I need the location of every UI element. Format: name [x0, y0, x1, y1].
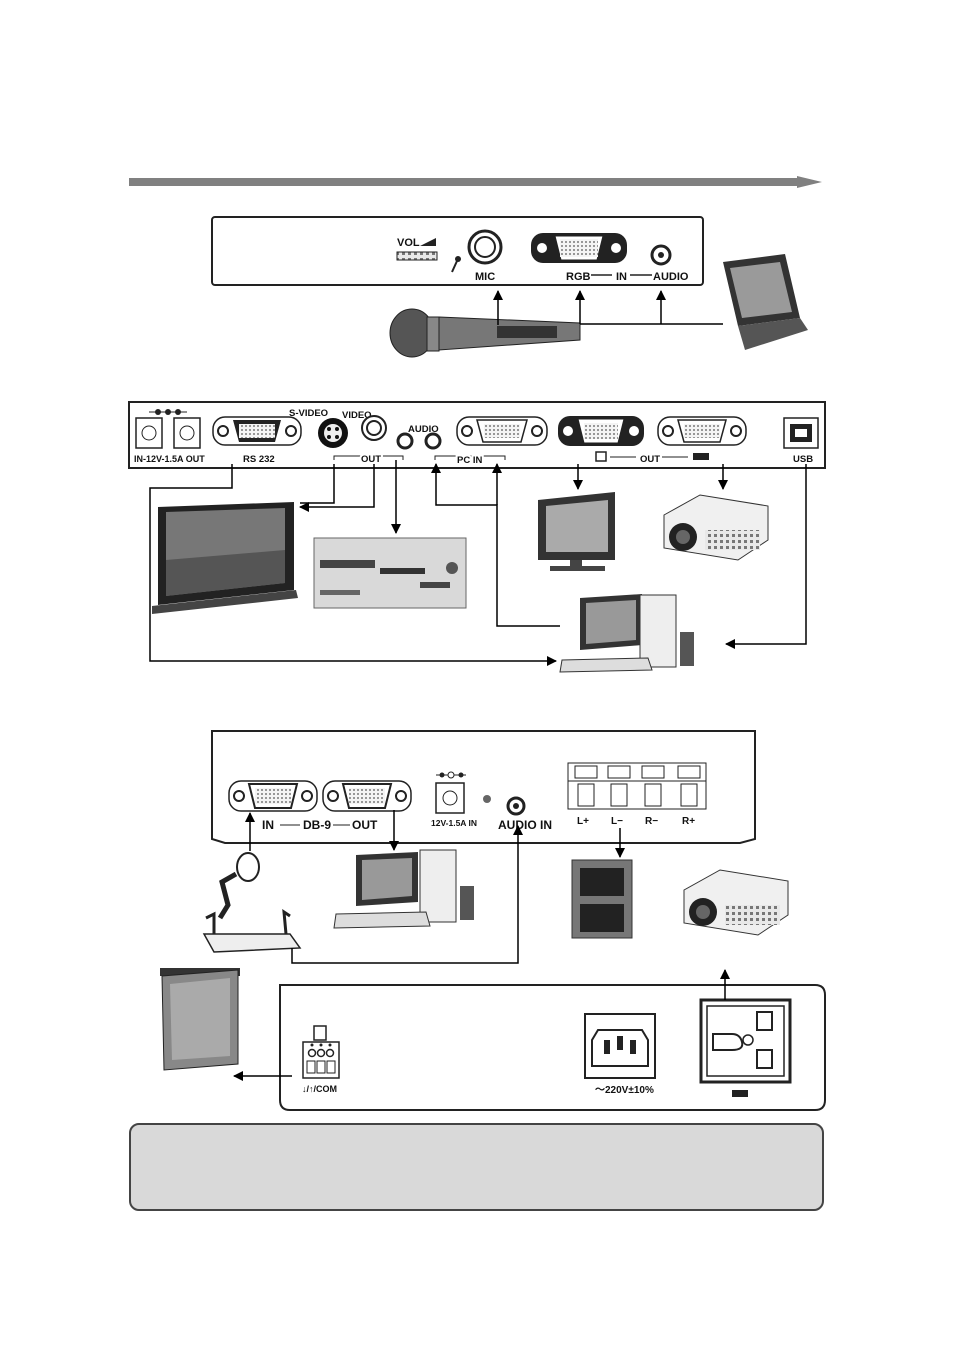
power-jacks[interactable] [135, 409, 201, 449]
handheld-microphone-icon [389, 308, 581, 358]
panel-1-connections [493, 290, 723, 325]
mic-jack[interactable] [467, 229, 503, 265]
usb-port[interactable] [783, 417, 819, 449]
projector-small-icon [693, 453, 709, 460]
audio-in-jack[interactable] [650, 244, 672, 266]
l-minus-label: L− [611, 816, 623, 827]
power-label: IN-12V-1.5A OUT [134, 454, 205, 464]
note-box [129, 1123, 824, 1211]
desktop-computer-icon [559, 594, 694, 673]
in-label: IN [616, 271, 627, 283]
projection-screen-icon [160, 968, 240, 1071]
rgb-label: RGB [566, 271, 591, 283]
vol-label: VOL [397, 237, 420, 249]
usb-label: USB [793, 454, 813, 465]
speaker-cabinet-icon [571, 859, 633, 939]
projector-small-icon-2 [732, 1090, 748, 1097]
svideo-out-jack[interactable] [318, 418, 348, 448]
ac-inlet[interactable] [584, 1013, 656, 1079]
pc-in-label: PC IN [457, 455, 482, 466]
db9-out-label: OUT [352, 818, 378, 832]
lcd-tv-icon [152, 502, 298, 614]
rs232-port[interactable] [212, 416, 302, 446]
l-plus-label: L+ [577, 816, 589, 827]
monitor-icon [538, 492, 615, 571]
rgb-in-port[interactable] [531, 233, 627, 263]
audio-out-jack[interactable] [396, 432, 414, 450]
panel-1-top: VOL MIC RGB IN AUDIO [211, 216, 704, 286]
microphone-small-icon [451, 256, 461, 273]
projector-out-port[interactable] [657, 416, 747, 446]
voltage-label: ～220V±10% [595, 1085, 654, 1096]
dc-power-label: 12V-1.5A IN [431, 818, 477, 828]
audio-in-label: AUDIO IN [498, 818, 552, 832]
panel-4-connections [233, 969, 730, 1081]
r-minus-label: R− [645, 816, 658, 827]
dc-power-jack[interactable] [435, 771, 466, 814]
rs232-label: RS 232 [243, 454, 275, 465]
volume-control[interactable] [396, 238, 438, 261]
out-label: OUT [361, 454, 381, 465]
db9-in-label: IN [262, 818, 274, 832]
db9-in-port[interactable] [228, 780, 318, 812]
power-led [483, 795, 491, 803]
svideo-label: S-VIDEO [289, 408, 328, 419]
laptop-icon [723, 254, 808, 350]
panel-3-connections [245, 810, 625, 964]
speaker-terminal-block[interactable] [567, 762, 707, 810]
out-label-2: OUT [640, 454, 660, 465]
audio-label-2: AUDIO [408, 424, 439, 435]
monitor-small-icon [595, 451, 607, 462]
mic-label: MIC [475, 271, 495, 283]
r-plus-label: R+ [682, 816, 695, 827]
audio-pc-in-jack[interactable] [424, 432, 442, 450]
projector-icon-2 [683, 869, 789, 936]
panel-4-power: ↓/↑/COM ～220V±10% [279, 984, 826, 1111]
pc-in-port[interactable] [456, 416, 548, 446]
com-label: ↓/↑/COM [302, 1084, 337, 1094]
db9-label: DB-9 [303, 818, 331, 832]
db9-out-port[interactable] [322, 780, 412, 812]
panel-2-rear: IN-12V-1.5A OUT RS 232 S-VIDEO VIDEO AUD… [128, 401, 826, 469]
ac-outlet[interactable] [699, 998, 792, 1084]
panel-2-connections [149, 460, 807, 666]
audio-label: AUDIO [653, 271, 689, 283]
audio-in-jack-2[interactable] [506, 796, 526, 816]
vcr-icon [313, 537, 467, 609]
header-rule [129, 176, 822, 188]
projector-icon [663, 494, 769, 561]
video-out-jack[interactable] [361, 415, 387, 441]
desktop-computer-icon-2 [333, 849, 474, 929]
panel-3-rear: IN DB-9 OUT 12V-1.5A IN AUDIO IN [211, 730, 756, 844]
screen-control-terminal[interactable] [302, 1025, 340, 1079]
video-label: VIDEO [342, 410, 372, 421]
document-camera-icon [202, 852, 302, 953]
monitor-out-port[interactable] [558, 416, 644, 446]
